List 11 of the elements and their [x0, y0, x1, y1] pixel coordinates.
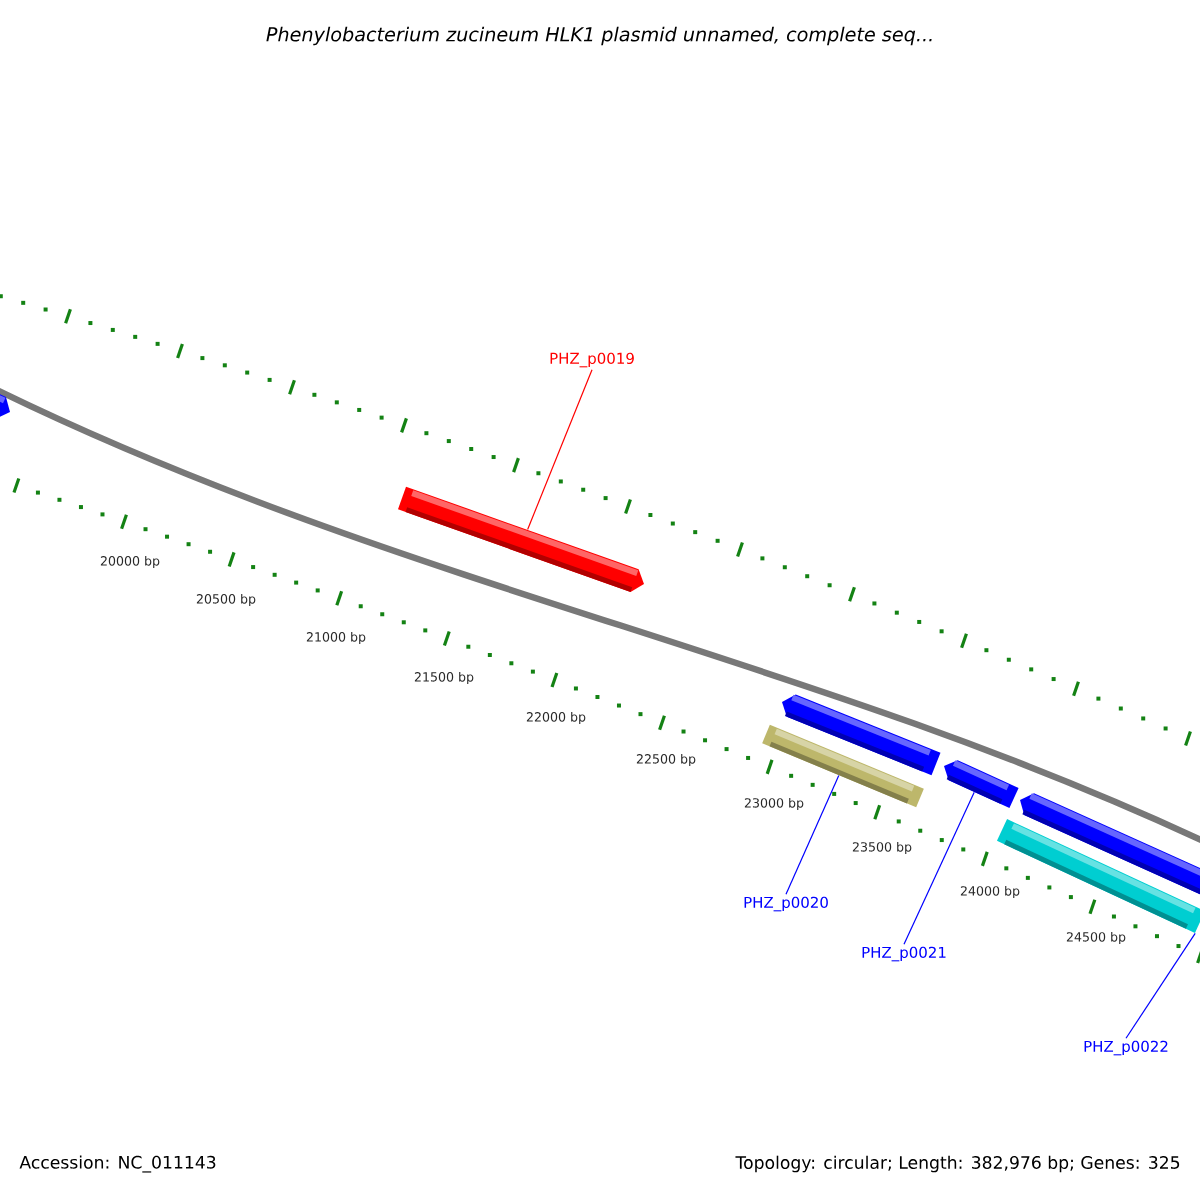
title: Phenylobacterium zucineum HLK1 plasmid unnamed, complete seq... — [266, 26, 932, 46]
leader-line — [1125, 932, 1196, 1039]
accession-text: Accession: NC_011143 — [19, 1155, 216, 1173]
gene-feature — [0, 389, 10, 419]
leader-line — [785, 774, 840, 895]
gene-feature — [996, 819, 1200, 933]
gene-feature — [944, 760, 1019, 808]
gene-feature — [398, 486, 644, 592]
leader-line — [527, 369, 593, 531]
summary-text: Topology: circular; Length: 382,976 bp; Genes: 325 — [735, 1155, 1180, 1173]
leader-line — [903, 791, 975, 945]
